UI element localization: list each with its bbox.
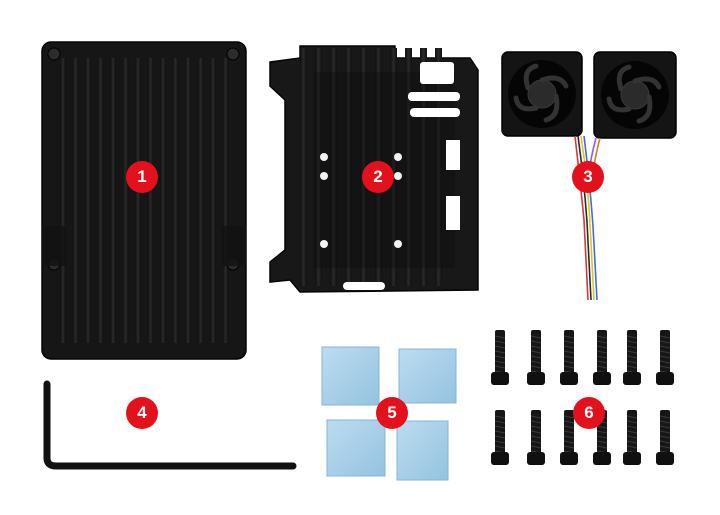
part-badge-1: 1 [126,161,158,193]
part-badge-5: 5 [376,397,408,429]
screws [491,330,674,465]
part-badge-4: 4 [126,397,158,429]
dual-cooling-fans [501,51,677,301]
hex-key [43,380,297,470]
part-badge-3: 3 [572,161,604,193]
part-badge-6: 6 [573,397,605,429]
part-badge-2: 2 [362,161,394,193]
thermal-pads [321,346,457,481]
top-cover-heatsink [41,41,247,360]
